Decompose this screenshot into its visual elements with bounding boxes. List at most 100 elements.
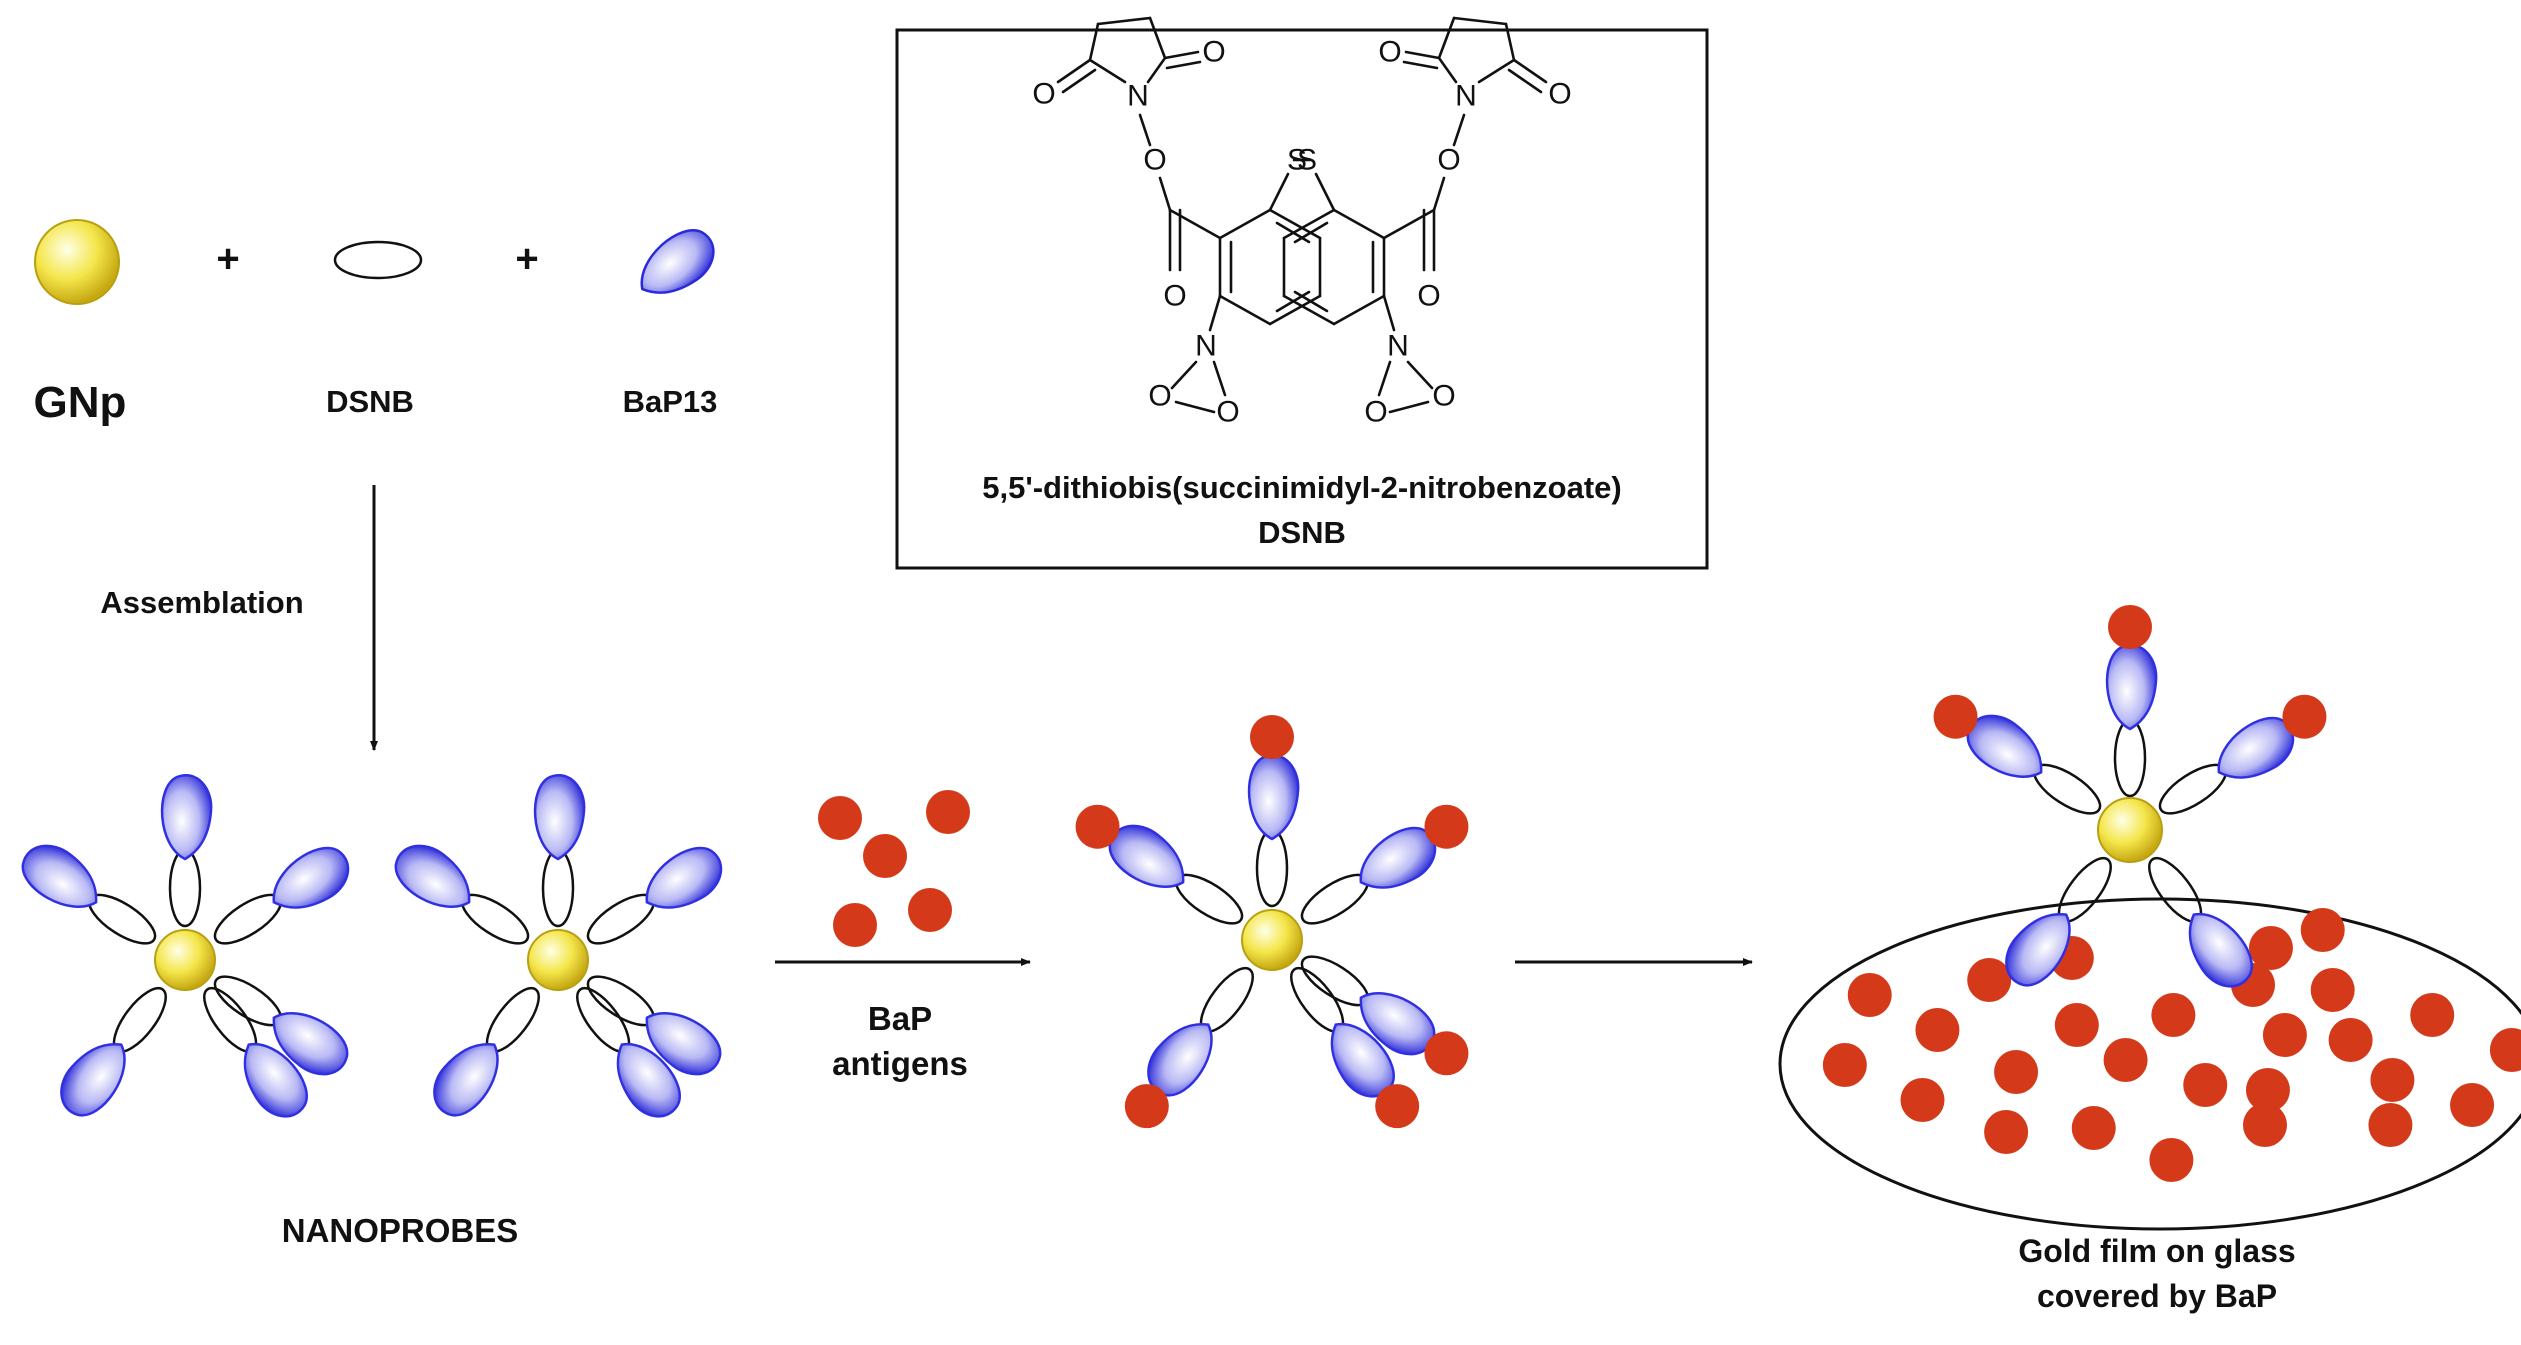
bond — [1138, 113, 1152, 147]
bond — [1507, 68, 1543, 94]
bap13-antibody — [2217, 716, 2295, 779]
bap13-antibody — [433, 1042, 499, 1117]
surface-bap-antigen — [1967, 958, 2012, 1002]
gold-nanoparticle-core — [2097, 797, 2163, 863]
surface-bap-antigen — [2242, 1103, 2287, 1147]
bond — [1432, 176, 1446, 212]
bap13-antibody-legend-icon — [640, 229, 715, 294]
bond — [1377, 360, 1392, 397]
surface-bap-antigen — [2183, 1063, 2228, 1107]
surface-bap-antigen — [2370, 1058, 2415, 1102]
atom-label: N — [1195, 330, 1217, 363]
atom-label: N — [1127, 80, 1149, 113]
compound-abbreviation: DSNB — [1258, 515, 1346, 550]
bond — [1282, 294, 1336, 326]
structure-frame — [895, 28, 1709, 570]
bond — [1293, 221, 1329, 244]
bap13-antibody — [1330, 1023, 1395, 1098]
atom-label: O — [1417, 280, 1440, 313]
legend-row: + + GNp DSNB BaP13 — [34, 219, 718, 427]
plus-sign: + — [216, 237, 239, 281]
nanoprobes-label: NANOPROBES — [282, 1212, 519, 1249]
bound-bap-antigen — [1424, 1031, 1469, 1076]
bap13-antibody — [1359, 992, 1436, 1056]
bap13-antibody — [533, 774, 586, 861]
bond — [1332, 294, 1386, 326]
bond — [1452, 16, 1508, 26]
bap13-label: BaP13 — [623, 384, 718, 419]
compound-name: 5,5'-dithiobis(succinimidyl-2-nitrobenzo… — [982, 470, 1621, 505]
bound-bap-antigen — [1075, 804, 1120, 849]
atom-label: N — [1455, 80, 1477, 113]
bond — [1208, 294, 1222, 332]
bond — [1293, 290, 1329, 313]
bond — [1402, 60, 1439, 70]
bap13-antibody — [645, 1012, 722, 1076]
surface-bap-antigen — [2149, 1138, 2194, 1182]
dsnb-linker — [168, 848, 202, 928]
surface-bap-antigen — [2262, 1013, 2307, 1057]
antigen-binding-step: BaP antigens — [775, 958, 1031, 1082]
bap-antigen — [818, 796, 862, 840]
bap13-antibody — [243, 1043, 308, 1118]
bond — [1268, 172, 1290, 212]
bond — [1477, 58, 1516, 84]
bond — [1437, 56, 1458, 84]
dsnb-linker — [541, 848, 575, 928]
surface-bap-antigen — [1994, 1050, 2039, 1094]
nanoprobe-captured — [1933, 605, 2327, 988]
surface-bap-antigen — [2151, 993, 2196, 1037]
surface-bap-antigen — [1984, 1110, 2029, 1154]
bound-bap-antigen — [2282, 694, 2327, 739]
bap13-antibody — [2105, 644, 2158, 731]
surface-bap-antigen — [1915, 1008, 1960, 1052]
gold-film-surface — [1778, 897, 2521, 1231]
bond — [1504, 22, 1516, 62]
free-bap-antigens — [818, 790, 970, 947]
surface-bap-antigen — [2103, 1038, 2148, 1082]
gold-nanoparticle-core — [154, 929, 216, 991]
surface-bap-antigens — [1822, 908, 2521, 1182]
bap-antigen — [863, 834, 907, 878]
bap13-antibody — [160, 774, 213, 861]
bond — [1088, 58, 1127, 84]
atom-label: O — [1437, 144, 1460, 177]
surface-bap-antigen — [1822, 1043, 1867, 1087]
surface-bap-antigen — [1847, 973, 1892, 1017]
bap13-antibody — [1966, 714, 2043, 778]
surface-bap-antigen — [2248, 926, 2293, 970]
bap13-antibody — [60, 1042, 126, 1117]
antigens-label-line2: antigens — [832, 1045, 968, 1082]
surface-bap-antigen — [2310, 968, 2355, 1012]
surface-label-line2: covered by BaP — [2037, 1278, 2277, 1314]
dsnb-label: DSNB — [326, 384, 414, 419]
bond — [1512, 58, 1548, 84]
bond — [1146, 56, 1167, 84]
bond — [1088, 22, 1100, 62]
surface-bap-antigen — [2071, 1106, 2116, 1150]
bound-bap-antigen — [1933, 694, 1978, 739]
bond — [1158, 176, 1172, 212]
dsnb-linker — [1255, 828, 1289, 908]
nanoprobe-bound — [1075, 715, 1469, 1129]
atom-label: O — [1432, 380, 1455, 413]
surface-bap-antigen — [2368, 1103, 2413, 1147]
bond — [1165, 60, 1202, 70]
atom-label: O — [1216, 396, 1239, 429]
bond — [1404, 50, 1441, 60]
bond — [1218, 208, 1272, 240]
bap13-antibody — [1247, 754, 1300, 841]
bap13-antibody — [616, 1043, 681, 1118]
atom-label: O — [1202, 36, 1225, 69]
bond — [1096, 16, 1152, 26]
dsnb-linker — [2113, 718, 2147, 798]
atom-label: O — [1032, 78, 1055, 111]
bond — [1314, 172, 1336, 212]
bond — [1218, 294, 1272, 326]
atom-label: O — [1548, 78, 1571, 111]
bond — [1170, 360, 1198, 390]
bond — [1163, 50, 1200, 60]
bond — [1382, 294, 1396, 332]
assemblation-step: Assemblation — [100, 485, 378, 751]
gnp-label: GNp — [34, 378, 127, 427]
